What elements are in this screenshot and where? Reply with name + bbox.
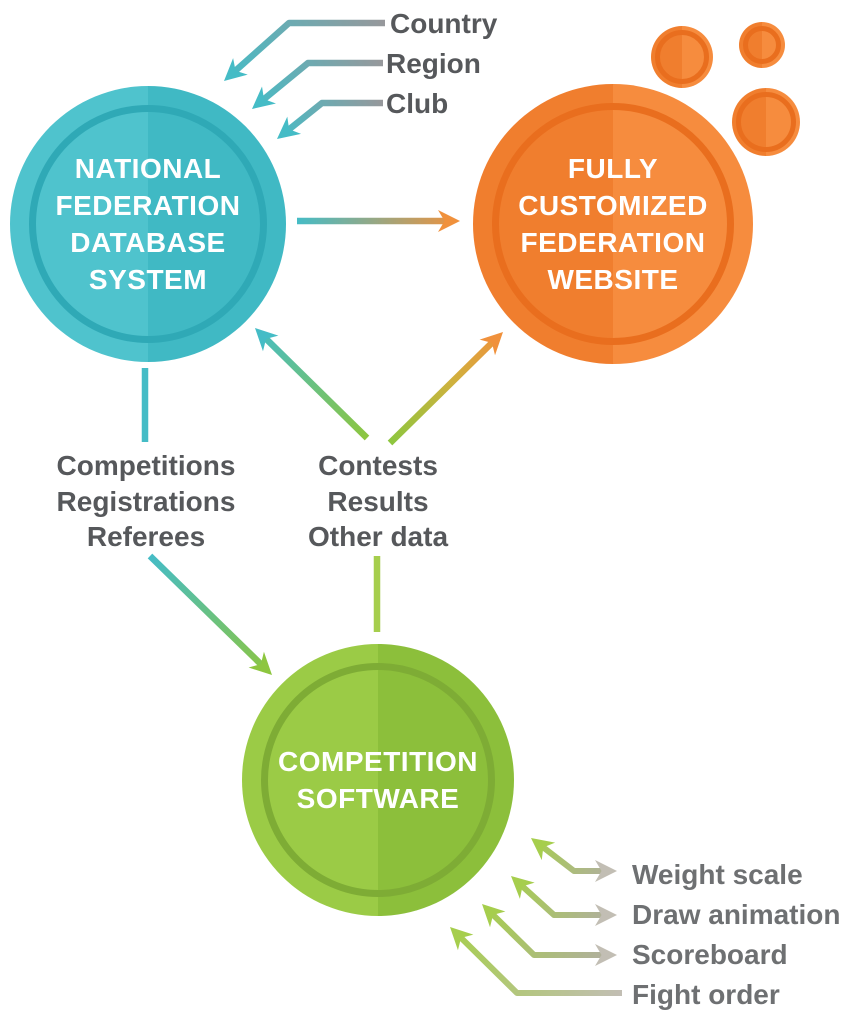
arrow-club-to-database	[270, 99, 383, 148]
arrow-country-to-database	[216, 19, 385, 90]
arrowhead-icon	[442, 919, 474, 951]
arrowhead-icon	[248, 651, 280, 683]
node-database-caption: NATIONAL FEDERATION DATABASE SYSTEM	[55, 153, 241, 295]
arrowhead-icon	[247, 320, 279, 352]
node-fully-customized-federation-website: FULLY CUSTOMIZED FEDERATION WEBSITE	[473, 84, 753, 364]
arrow-software-scoreboard	[474, 896, 617, 966]
decorative-bubble-icon	[732, 88, 800, 156]
arrowhead-icon	[479, 324, 511, 356]
left-flow-label: Competitions Registrations Referees	[56, 450, 236, 552]
arrow-center-flow-to-database	[247, 320, 370, 441]
arrow-software-weight-scale	[524, 829, 617, 882]
bubble-ring	[743, 26, 781, 64]
arrowhead-icon	[216, 58, 248, 90]
decorative-bubble-icon	[651, 26, 713, 88]
arrowhead-icon	[270, 116, 302, 148]
node-website-caption: FULLY CUSTOMIZED FEDERATION WEBSITE	[518, 153, 708, 295]
output-label-fight-order: Fight order	[632, 979, 780, 1010]
input-label-club: Club	[386, 88, 449, 119]
arrowhead-icon	[595, 860, 617, 882]
arrow-software-fight-order	[442, 919, 622, 996]
output-label-scoreboard: Scoreboard	[632, 939, 788, 970]
bubble-ring	[655, 30, 709, 84]
node-national-federation-database-system: NATIONAL FEDERATION DATABASE SYSTEM	[10, 86, 286, 362]
arrowhead-icon	[595, 904, 617, 926]
node-software-caption: COMPETITION SOFTWARE	[278, 746, 478, 814]
input-label-region: Region	[386, 48, 481, 79]
arrow-left-flow-to-software	[147, 553, 280, 683]
bubble-ring	[736, 92, 796, 152]
output-label-draw-animation: Draw animation	[632, 899, 841, 930]
center-flow-label: Contests Results Other data	[307, 450, 449, 552]
output-label-weight-scale: Weight scale	[632, 859, 803, 890]
arrowhead-icon	[524, 829, 556, 861]
decorative-bubble-icon	[739, 22, 785, 68]
arrow-software-draw-animation	[503, 867, 617, 926]
arrowhead-icon	[474, 896, 506, 928]
input-label-country: Country	[390, 8, 498, 39]
node-competition-software: COMPETITION SOFTWARE	[242, 644, 514, 916]
arrowhead-icon	[245, 86, 276, 118]
arrow-region-to-database	[245, 59, 383, 118]
arrowhead-icon	[438, 210, 460, 232]
arrow-center-flow-to-website	[387, 324, 511, 446]
arrow-database-to-website	[297, 210, 460, 232]
arrowhead-icon	[503, 867, 535, 899]
arrowhead-icon	[595, 944, 617, 966]
